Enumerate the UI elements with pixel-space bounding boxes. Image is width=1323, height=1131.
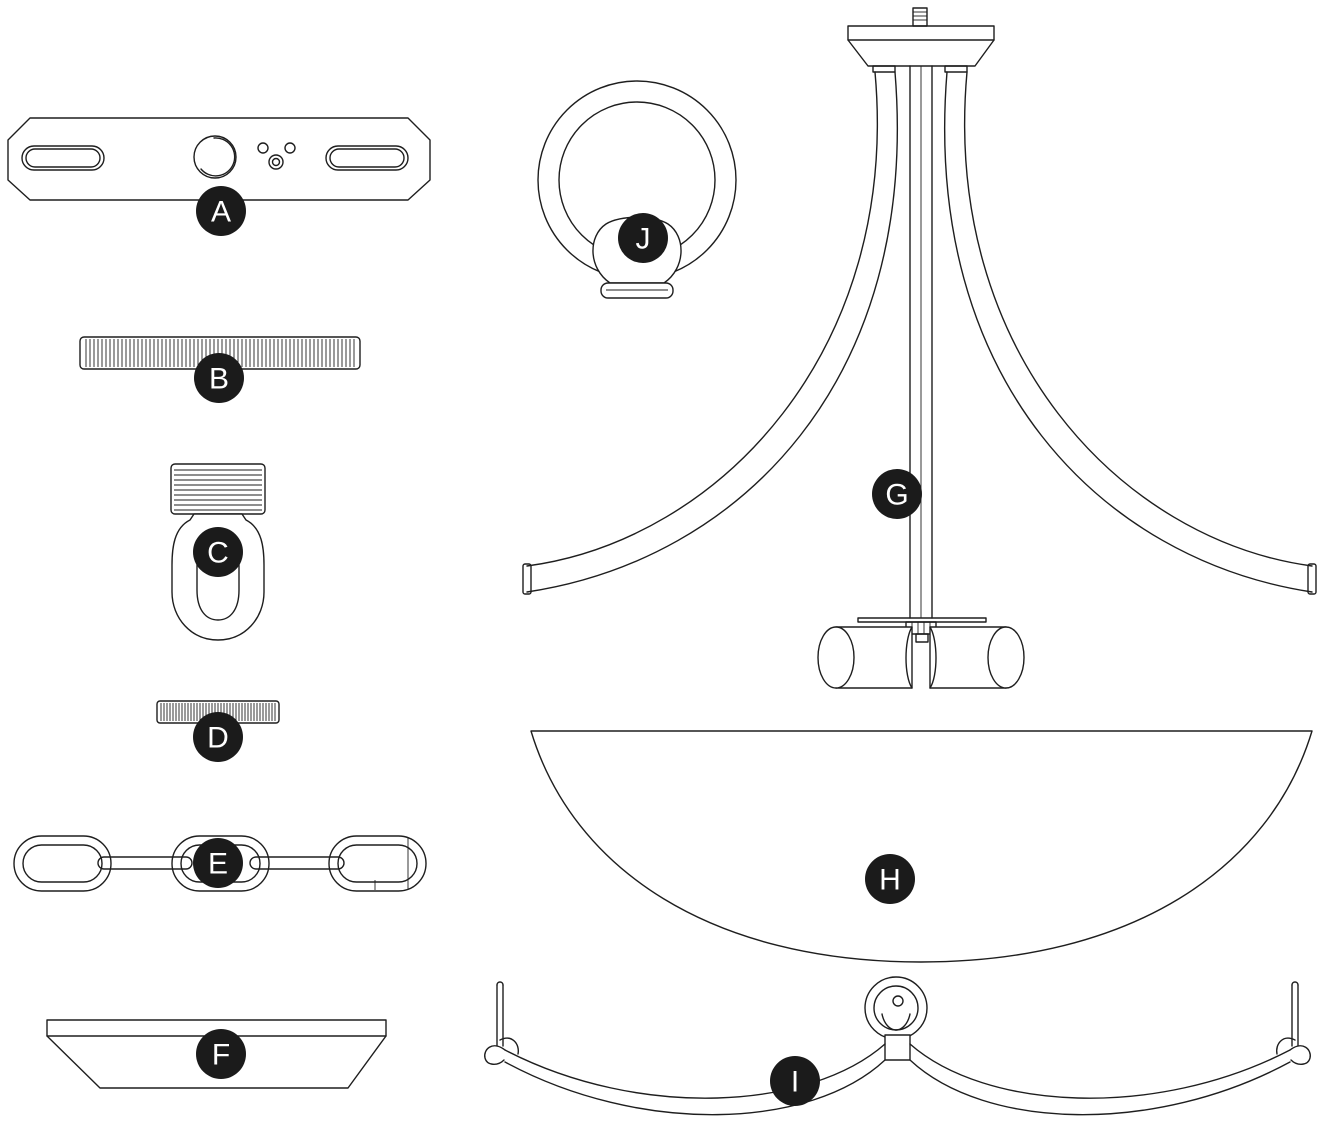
part-h-glass-bowl bbox=[530, 730, 1313, 963]
label-badge-b: B bbox=[194, 353, 244, 403]
label-badge-f: F bbox=[196, 1029, 246, 1079]
label-badge-j: J bbox=[618, 213, 668, 263]
label-j: J bbox=[636, 223, 651, 256]
label-e: E bbox=[208, 848, 228, 881]
label-badge-h: H bbox=[865, 854, 915, 904]
label-badge-i: I bbox=[770, 1056, 820, 1106]
label-g: G bbox=[885, 479, 908, 512]
label-badge-a: A bbox=[196, 186, 246, 236]
label-h: H bbox=[879, 864, 901, 897]
part-a-crossbar bbox=[7, 117, 431, 201]
part-i-support-arms bbox=[484, 976, 1311, 1116]
label-badge-c: C bbox=[193, 527, 243, 577]
label-b: B bbox=[209, 363, 229, 396]
label-badge-e: E bbox=[193, 838, 243, 888]
part-b-threaded-nipple bbox=[79, 336, 361, 370]
label-a: A bbox=[211, 196, 231, 229]
label-i: I bbox=[791, 1066, 799, 1099]
label-d: D bbox=[207, 722, 229, 755]
label-f: F bbox=[212, 1039, 230, 1072]
label-badge-g: G bbox=[872, 469, 922, 519]
part-j-finial-ring bbox=[537, 80, 737, 299]
part-g-fixture-body bbox=[522, 7, 1317, 689]
part-e-chain bbox=[13, 835, 427, 892]
label-badge-d: D bbox=[193, 712, 243, 762]
label-c: C bbox=[207, 537, 229, 570]
